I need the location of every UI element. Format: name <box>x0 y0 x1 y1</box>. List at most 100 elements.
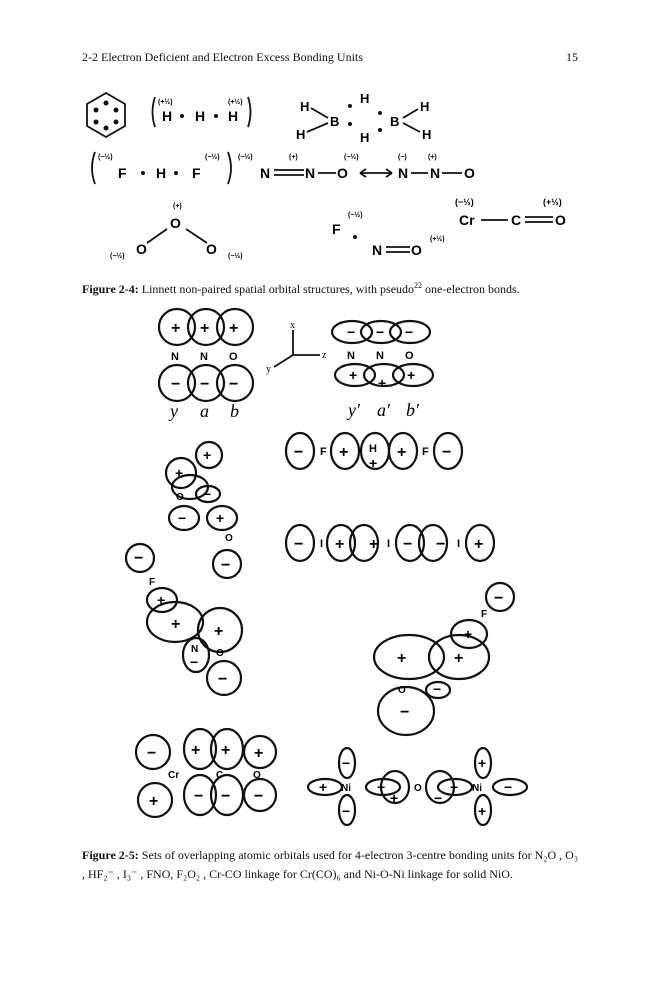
caption-text: Linnett non-paired spatial orbital struc… <box>138 282 415 296</box>
atom-f: F <box>422 446 429 458</box>
phase-minus: − <box>436 536 445 553</box>
dot <box>103 100 109 106</box>
axis-label: y <box>266 364 271 375</box>
atom-cr: Cr <box>168 770 179 781</box>
atom-o: O <box>225 533 233 544</box>
orbital-label: b′ <box>406 400 420 420</box>
phase-minus: − <box>442 444 451 461</box>
phase-plus: + <box>221 742 230 759</box>
charge-label: (−½) <box>228 252 243 260</box>
charge-label: (+½) <box>430 235 445 243</box>
orbital-label: y′ <box>346 400 361 420</box>
bond <box>185 228 208 244</box>
orbital-label: a <box>200 401 209 421</box>
atom-o: O <box>464 165 475 181</box>
phase-minus: − <box>254 788 263 805</box>
ni-o-ni-orbitals: − − + Ni + + O − − Ni + + − <box>306 746 529 827</box>
phase-minus: − <box>504 779 512 795</box>
phase-minus: − <box>342 755 350 771</box>
atom-n: N <box>376 350 384 362</box>
phase-minus: − <box>229 376 238 393</box>
atom-i: I <box>320 538 323 550</box>
phase-plus: + <box>171 320 180 337</box>
phase-minus: − <box>376 324 384 340</box>
bond <box>146 228 168 244</box>
phase-plus: + <box>214 623 223 640</box>
phase-minus: − <box>405 324 413 340</box>
figure-2-5-caption: Figure 2-5: Sets of overlapping atomic o… <box>82 846 578 884</box>
charge-label: (−½) <box>110 252 125 260</box>
phase-minus: − <box>221 557 230 574</box>
phase-minus: − <box>221 788 230 805</box>
dot <box>348 104 352 108</box>
atom-h: H <box>296 127 305 142</box>
orbital-label: a′ <box>377 400 391 420</box>
phase-plus: + <box>203 447 211 463</box>
atom-o: O <box>229 351 238 363</box>
charge-label: (−½) <box>98 153 113 161</box>
charge-label: (+½) <box>543 197 562 207</box>
phase-plus: + <box>369 455 377 471</box>
caption-text: Sets of overlapping atomic orbitals used… <box>82 848 579 881</box>
phase-minus: − <box>294 536 303 553</box>
phase-plus: + <box>474 536 483 553</box>
dot <box>113 107 119 113</box>
phase-plus: + <box>319 779 327 795</box>
phase-plus: + <box>216 510 224 526</box>
phase-plus: + <box>191 742 200 759</box>
phase-minus: − <box>134 550 143 567</box>
atom-o: O <box>555 212 566 228</box>
phase-plus: + <box>407 367 415 383</box>
phase-minus: − <box>450 779 458 795</box>
atom-h: H <box>422 127 431 142</box>
phase-plus: + <box>369 536 378 553</box>
atom-o: O <box>206 241 217 257</box>
bond <box>306 122 329 133</box>
atom-h: H <box>420 99 429 114</box>
bracket <box>247 96 252 128</box>
charge-label: (−½) <box>455 197 474 207</box>
atom-f: F <box>481 609 487 620</box>
phase-minus: − <box>342 803 350 819</box>
atom-o: O <box>253 770 261 781</box>
dot <box>180 114 184 118</box>
dot <box>141 171 145 175</box>
orbital-label: b <box>230 401 239 421</box>
phase-plus: + <box>464 626 472 642</box>
phase-plus: + <box>478 755 486 771</box>
atom-h: H <box>162 108 172 124</box>
charge-label: (+) <box>428 154 437 161</box>
atom-o: O <box>414 783 422 794</box>
atom-h: H <box>360 130 369 145</box>
phase-plus: + <box>377 779 385 795</box>
phase-plus: + <box>171 616 180 633</box>
phase-plus: + <box>229 320 238 337</box>
atom-n: N <box>191 644 198 655</box>
atom-h: H <box>300 99 309 114</box>
hf2-orbitals: − F + H + + F − <box>284 431 464 471</box>
phase-minus: − <box>494 590 503 607</box>
atom-o: O <box>411 242 422 258</box>
bracket <box>151 96 156 128</box>
axis-label: x <box>290 320 295 331</box>
atom-n: N <box>305 165 315 181</box>
fno-orbitals: − − F + + + N − O − <box>124 542 244 697</box>
atom-n: N <box>347 350 355 362</box>
o3-orbitals: + + − − + O O <box>164 440 239 544</box>
phase-plus: + <box>335 536 344 553</box>
phase-minus: − <box>190 654 198 670</box>
phase-plus: + <box>454 650 463 667</box>
atom-f: F <box>149 577 155 588</box>
bond <box>310 107 329 119</box>
dot <box>93 107 99 113</box>
dot <box>113 119 119 125</box>
f2o2-orbitals: − F + + + O − − <box>372 581 516 737</box>
phase-plus: + <box>157 592 165 608</box>
charge-label: (−) <box>398 154 407 161</box>
orbital-label: y <box>168 401 178 421</box>
atom-o: O <box>398 685 406 696</box>
n2o-orbitals-prime: − − − + + + N N O y′ a′ b′ <box>330 319 435 420</box>
atom-n: N <box>398 165 408 181</box>
phase-plus: + <box>149 793 158 810</box>
